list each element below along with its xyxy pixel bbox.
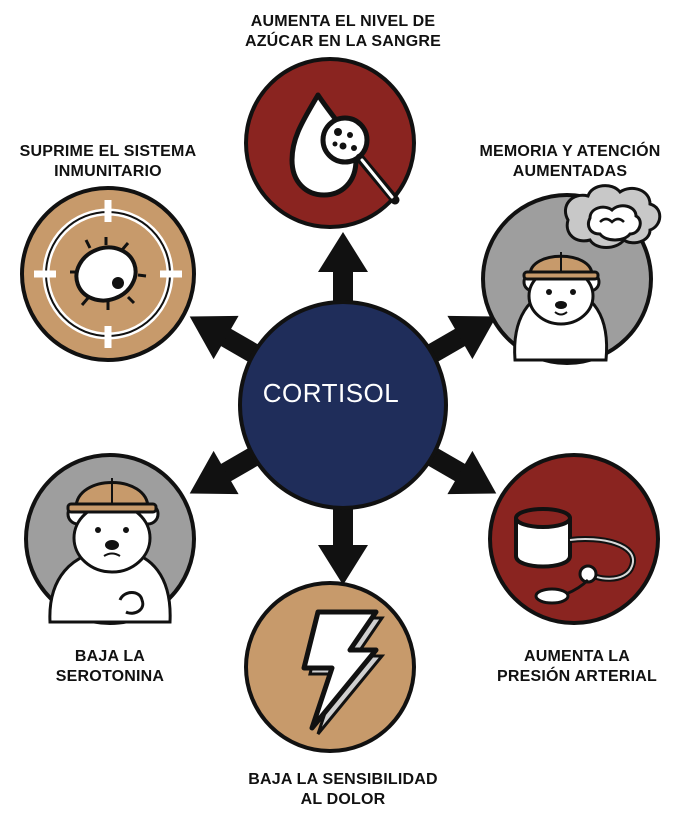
cortisol-circle [238, 300, 448, 510]
label-lower-right-line2: PRESIÓN ARTERIAL [497, 668, 657, 685]
label-upper-left-line1: SUPRIME EL SISTEMA [19, 143, 197, 160]
label-bottom-line1: BAJA LA SENSIBILIDAD [248, 771, 438, 788]
label-top-line1: AUMENTA EL NIVEL DE [250, 13, 436, 30]
label-upper-right: MEMORIA Y ATENCIÓN AUMENTADAS [462, 142, 678, 182]
label-upper-right-line2: AUMENTADAS [512, 163, 628, 180]
sad-polar-bear-icon [24, 453, 196, 625]
label-top-line2: AZÚCAR EN LA SANGRE [244, 33, 442, 50]
label-lower-left-line1: BAJA LA [74, 648, 146, 665]
label-lower-left: BAJA LA SEROTONINA [30, 647, 190, 687]
label-top: AUMENTA EL NIVEL DE AZÚCAR EN LA SANGRE [220, 12, 466, 52]
label-lower-right: AUMENTA LA PRESIÓN ARTERIAL [482, 647, 672, 687]
virus-target-icon [20, 186, 196, 362]
label-bottom-line2: AL DOLOR [300, 791, 386, 808]
blood-drop-magnifier-icon [244, 57, 416, 229]
blood-pressure-cuff-icon [488, 453, 660, 625]
label-bottom: BAJA LA SENSIBILIDAD AL DOLOR [222, 770, 464, 810]
label-lower-right-line1: AUMENTA LA [524, 648, 630, 665]
cortisol-label: CORTISOL [262, 378, 400, 408]
label-upper-left: SUPRIME EL SISTEMA INMUNITARIO [8, 142, 208, 182]
label-upper-right-line1: MEMORIA Y ATENCIÓN [479, 143, 661, 160]
lightning-bolt-icon [244, 581, 416, 753]
label-lower-left-line2: SEROTONINA [55, 668, 165, 685]
polar-bear-brain-icon [481, 184, 662, 365]
label-upper-left-line2: INMUNITARIO [54, 163, 162, 180]
